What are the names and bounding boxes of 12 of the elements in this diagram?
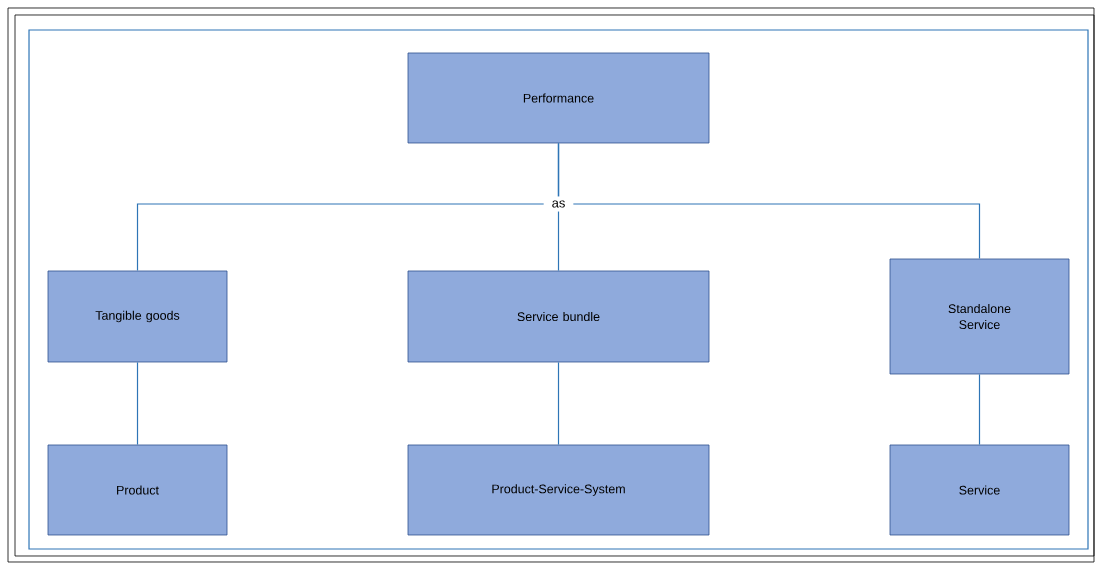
edge-label: as bbox=[543, 196, 574, 212]
process-box: Performance bbox=[407, 52, 710, 144]
process-box: Service bbox=[889, 444, 1070, 536]
process-box: Product bbox=[47, 444, 228, 536]
process-box: Standalone Service bbox=[889, 258, 1070, 375]
connector-line bbox=[557, 361, 560, 446]
process-box: Service bundle bbox=[407, 270, 710, 363]
connector-line bbox=[136, 361, 139, 446]
connector-line bbox=[978, 373, 981, 446]
connector-line bbox=[557, 142, 981, 260]
process-box: Tangible goods bbox=[47, 270, 228, 363]
process-box: Product-Service-System bbox=[407, 444, 710, 536]
